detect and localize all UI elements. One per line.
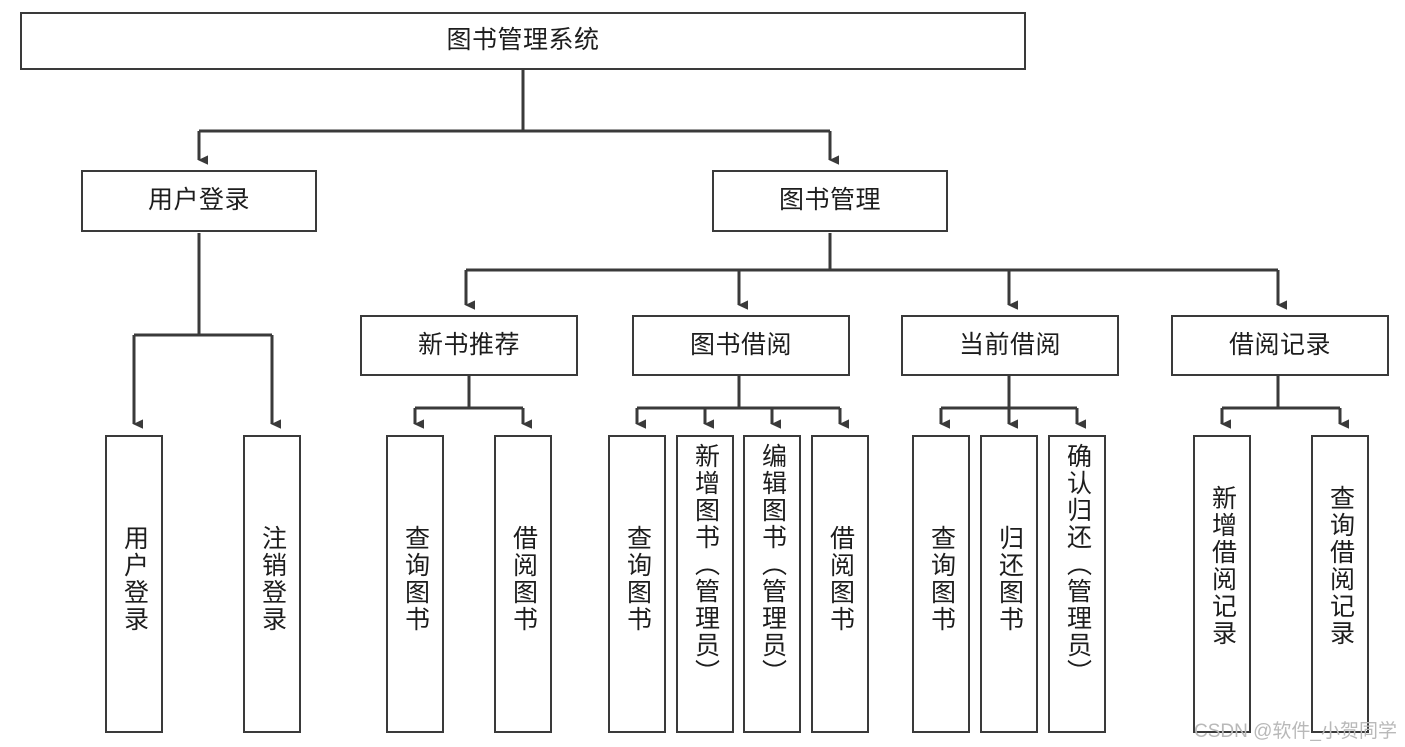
node-leaf-return-book-label: 归还图书 bbox=[995, 525, 1024, 633]
node-book-management[interactable]: 图书管理 bbox=[712, 170, 948, 232]
node-leaf-borrow-book-2[interactable]: 借阅图书 bbox=[811, 435, 869, 733]
node-book-borrow-label: 图书借阅 bbox=[689, 330, 792, 359]
node-user-login-label: 用户登录 bbox=[147, 186, 250, 215]
node-current-borrow[interactable]: 当前借阅 bbox=[901, 315, 1119, 376]
node-new-book-recommend[interactable]: 新书推荐 bbox=[360, 315, 578, 376]
node-root-label: 图书管理系统 bbox=[446, 26, 600, 55]
node-leaf-logout[interactable]: 注销登录 bbox=[243, 435, 301, 733]
node-book-borrow[interactable]: 图书借阅 bbox=[632, 315, 850, 376]
node-leaf-confirm-return-label: 确认归还（管理员） bbox=[1063, 443, 1092, 686]
node-leaf-borrow-book-1-label: 借阅图书 bbox=[509, 525, 538, 633]
node-leaf-query-book-3-label: 查询图书 bbox=[927, 525, 956, 633]
node-user-login[interactable]: 用户登录 bbox=[81, 170, 317, 232]
node-leaf-logout-label: 注销登录 bbox=[258, 525, 287, 633]
watermark-text: CSDN @软件_小贺同学 bbox=[1194, 721, 1397, 742]
node-leaf-add-record[interactable]: 新增借阅记录 bbox=[1193, 435, 1251, 733]
node-root[interactable]: 图书管理系统 bbox=[20, 12, 1026, 70]
node-leaf-confirm-return[interactable]: 确认归还（管理员） bbox=[1048, 435, 1106, 733]
node-leaf-query-record[interactable]: 查询借阅记录 bbox=[1311, 435, 1369, 733]
node-leaf-edit-book[interactable]: 编辑图书（管理员） bbox=[743, 435, 801, 733]
node-leaf-borrow-book-2-label: 借阅图书 bbox=[826, 525, 855, 633]
node-current-borrow-label: 当前借阅 bbox=[958, 330, 1061, 359]
node-leaf-return-book[interactable]: 归还图书 bbox=[980, 435, 1038, 733]
node-borrow-record-label: 借阅记录 bbox=[1228, 330, 1331, 359]
node-leaf-add-record-label: 新增借阅记录 bbox=[1208, 485, 1237, 647]
node-leaf-user-login[interactable]: 用户登录 bbox=[105, 435, 163, 733]
node-leaf-add-book[interactable]: 新增图书（管理员） bbox=[676, 435, 734, 733]
node-leaf-user-login-label: 用户登录 bbox=[120, 525, 149, 633]
node-leaf-borrow-book-1[interactable]: 借阅图书 bbox=[494, 435, 552, 733]
node-leaf-query-book-3[interactable]: 查询图书 bbox=[912, 435, 970, 733]
node-leaf-query-book-1-label: 查询图书 bbox=[401, 525, 430, 633]
node-leaf-edit-book-label: 编辑图书（管理员） bbox=[758, 443, 787, 686]
node-new-book-recommend-label: 新书推荐 bbox=[417, 330, 520, 359]
node-book-management-label: 图书管理 bbox=[778, 186, 881, 215]
node-leaf-add-book-label: 新增图书（管理员） bbox=[691, 443, 720, 686]
node-leaf-query-book-1[interactable]: 查询图书 bbox=[386, 435, 444, 733]
node-borrow-record[interactable]: 借阅记录 bbox=[1171, 315, 1389, 376]
node-leaf-query-book-2-label: 查询图书 bbox=[623, 525, 652, 633]
node-leaf-query-book-2[interactable]: 查询图书 bbox=[608, 435, 666, 733]
node-leaf-query-record-label: 查询借阅记录 bbox=[1326, 485, 1355, 647]
